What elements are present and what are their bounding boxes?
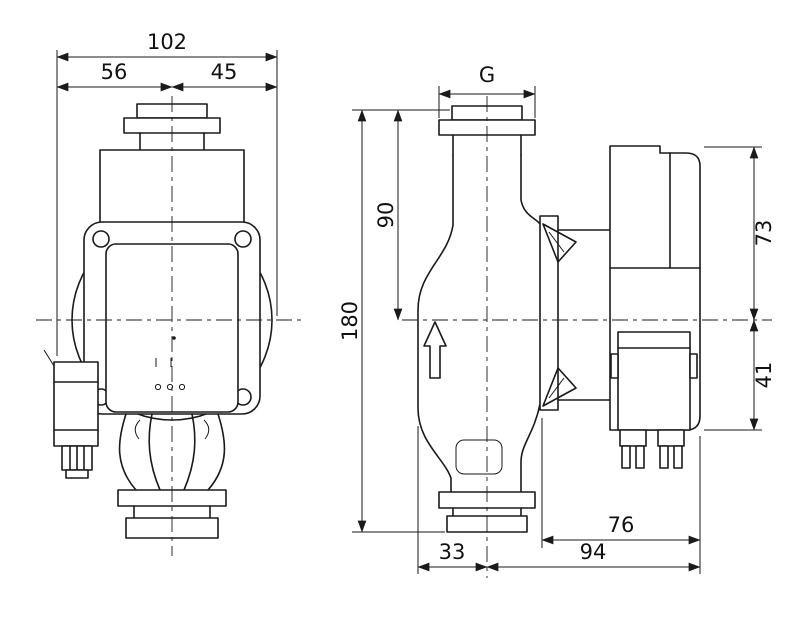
terminal-foot xyxy=(619,429,647,447)
dim-label-connection: G xyxy=(479,63,495,87)
shaft-center-dot xyxy=(172,336,176,340)
side-view xyxy=(417,105,701,533)
bolt-hole xyxy=(234,230,252,248)
volute-body xyxy=(417,154,541,493)
front-view xyxy=(43,103,273,539)
dim-label-left-width: 56 xyxy=(101,60,128,84)
motor-module-block xyxy=(609,145,701,469)
dim-label-right-width: 45 xyxy=(211,60,238,84)
dim-label-axis-to-volute: 33 xyxy=(439,540,466,564)
clamp-clip-top xyxy=(542,223,577,263)
cable-gland xyxy=(43,349,99,479)
flow-direction-arrow xyxy=(423,321,447,379)
dim-label-axis-to-motor-end: 94 xyxy=(580,540,607,564)
motor-flange xyxy=(539,215,611,411)
bolt-hole xyxy=(92,230,110,248)
centerlines xyxy=(36,96,772,578)
nameplate xyxy=(455,439,503,475)
front-dimensions: 102 56 45 xyxy=(56,30,278,356)
dim-label-axis-to-module-bottom: 41 xyxy=(752,362,776,389)
front-pedestal xyxy=(118,413,226,491)
led-indicator xyxy=(178,383,186,391)
dim-label-axis-to-motor-top: 73 xyxy=(752,220,776,247)
dim-label-port-to-port: 180 xyxy=(338,301,362,341)
clamp-clip-bottom xyxy=(542,367,577,407)
led-indicator xyxy=(154,383,162,391)
side-dimensions: G 90 180 73 41 76 33 94 xyxy=(338,63,776,574)
connector-latch xyxy=(610,353,619,379)
connector-latch xyxy=(689,353,698,379)
led-indicator xyxy=(166,383,174,391)
dim-label-total-width: 102 xyxy=(147,30,187,54)
dim-label-port-to-axis: 90 xyxy=(374,202,398,229)
terminal-foot xyxy=(657,429,685,447)
plug-connector xyxy=(617,331,691,431)
dim-label-motor-width: 76 xyxy=(608,513,635,537)
